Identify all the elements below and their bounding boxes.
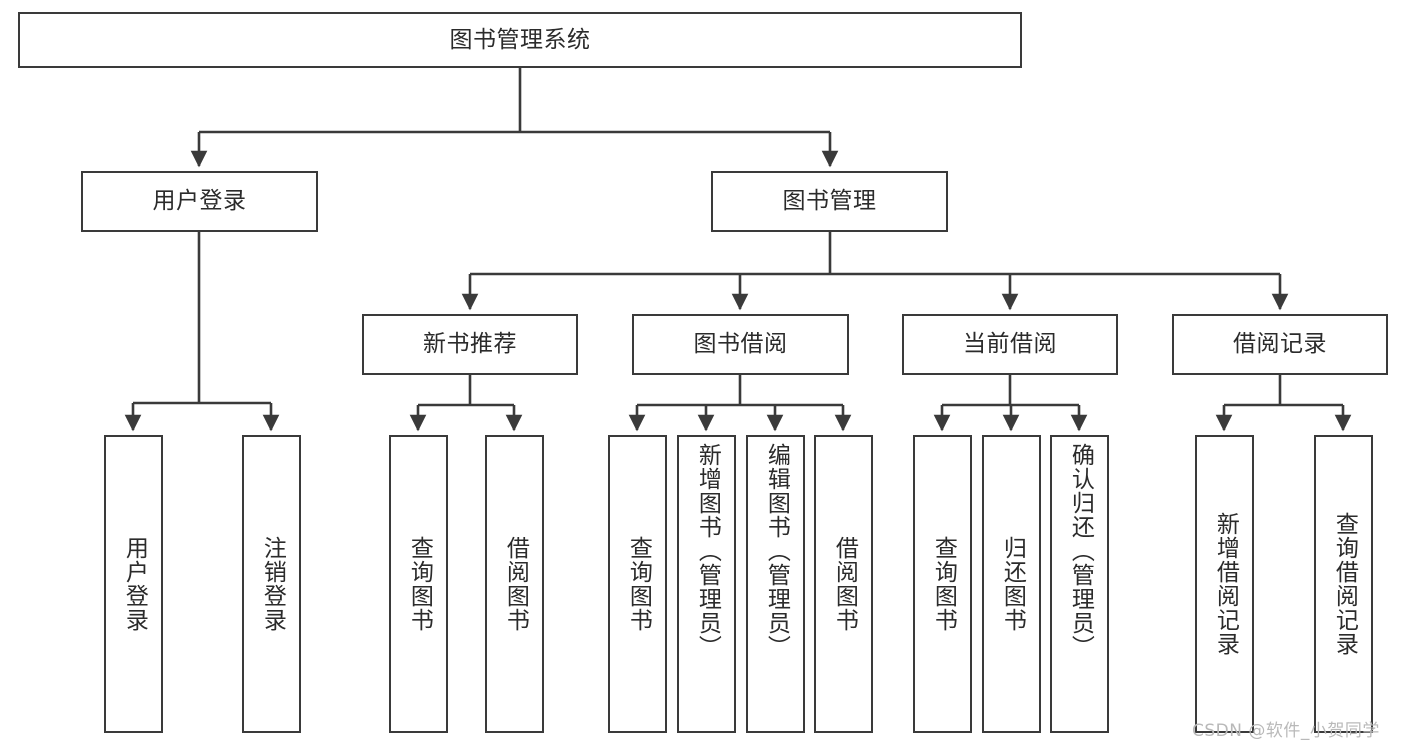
leaf-leaf-user-login[interactable]: 用户登录 bbox=[104, 435, 163, 733]
leaf-leaf-logout-login[interactable]: 注销登录 bbox=[242, 435, 301, 733]
node-current-borrow[interactable]: 当前借阅 bbox=[902, 314, 1118, 375]
node-label: 查询图书 bbox=[406, 536, 433, 632]
leaf-leaf-query-borrow-record[interactable]: 查询借阅记录 bbox=[1314, 435, 1373, 733]
node-borrow-record[interactable]: 借阅记录 bbox=[1172, 314, 1388, 375]
node-root[interactable]: 图书管理系统 bbox=[18, 12, 1022, 68]
node-label: 新增借阅记录 bbox=[1212, 512, 1239, 656]
node-user-login[interactable]: 用户登录 bbox=[81, 171, 318, 232]
leaf-leaf-query-book-3[interactable]: 查询图书 bbox=[913, 435, 972, 733]
leaf-leaf-add-book-admin[interactable]: 新增图书（管理员） bbox=[677, 435, 736, 733]
leaf-leaf-confirm-return-admin[interactable]: 确认归还（管理员） bbox=[1050, 435, 1109, 733]
node-label: 图书借阅 bbox=[693, 331, 788, 358]
node-label: 查询图书 bbox=[930, 536, 957, 632]
node-label: 归还图书 bbox=[999, 536, 1026, 632]
leaf-leaf-borrow-book-1[interactable]: 借阅图书 bbox=[485, 435, 544, 733]
node-label: 借阅记录 bbox=[1233, 331, 1327, 358]
node-label: 借阅图书 bbox=[831, 536, 858, 632]
csdn-watermark: CSDN @软件_小贺同学 bbox=[1192, 721, 1380, 741]
leaf-leaf-add-borrow-record[interactable]: 新增借阅记录 bbox=[1195, 435, 1254, 733]
node-label: 查询借阅记录 bbox=[1331, 512, 1358, 656]
node-label: 新书推荐 bbox=[423, 331, 517, 358]
node-label: 借阅图书 bbox=[502, 536, 529, 632]
node-label: 用户登录 bbox=[121, 536, 148, 632]
node-label: 查询图书 bbox=[625, 536, 652, 632]
node-book-borrow[interactable]: 图书借阅 bbox=[632, 314, 849, 375]
node-label: 编辑图书（管理员） bbox=[763, 443, 790, 659]
node-label: 确认归还（管理员） bbox=[1067, 443, 1094, 659]
node-new-book-recommend[interactable]: 新书推荐 bbox=[362, 314, 578, 375]
leaf-leaf-edit-book-admin[interactable]: 编辑图书（管理员） bbox=[746, 435, 805, 733]
node-label: 当前借阅 bbox=[963, 331, 1057, 358]
node-label: 图书管理 bbox=[782, 188, 877, 215]
node-book-manage[interactable]: 图书管理 bbox=[711, 171, 948, 232]
leaf-leaf-borrow-book-2[interactable]: 借阅图书 bbox=[814, 435, 873, 733]
leaf-leaf-query-book-2[interactable]: 查询图书 bbox=[608, 435, 667, 733]
node-label: 用户登录 bbox=[152, 188, 247, 215]
node-label: 注销登录 bbox=[259, 536, 286, 632]
leaf-leaf-query-book-1[interactable]: 查询图书 bbox=[389, 435, 448, 733]
node-label: 图书管理系统 bbox=[449, 26, 591, 53]
node-label: 新增图书（管理员） bbox=[694, 443, 721, 659]
leaf-leaf-return-book[interactable]: 归还图书 bbox=[982, 435, 1041, 733]
